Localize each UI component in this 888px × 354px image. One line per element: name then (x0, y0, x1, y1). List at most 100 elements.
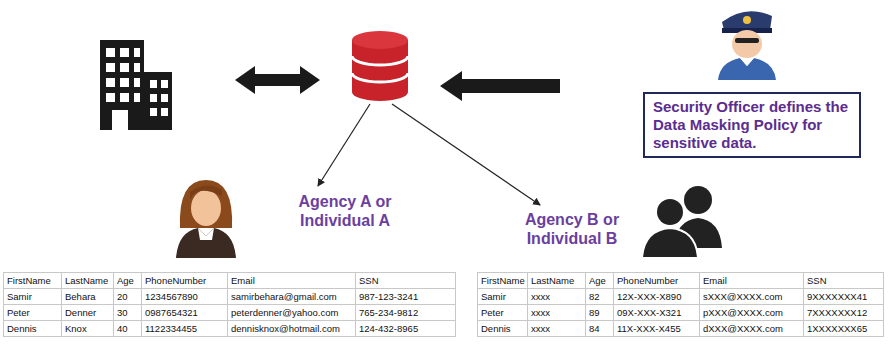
table-cell: xxxx (528, 289, 586, 305)
column-name: Email (231, 275, 255, 286)
cell-value: 84 (589, 323, 600, 334)
access-line (392, 104, 540, 205)
column-name: Email (703, 275, 727, 286)
table-cell: 765-234-9812 (356, 305, 456, 321)
table-cell: Peter (4, 305, 62, 321)
table-header: LastName (528, 273, 586, 289)
column-name: FirstName (7, 275, 51, 286)
cell-value: 20 (117, 291, 128, 302)
cell-value: sXXX@XXXX.com (703, 291, 782, 302)
table-cell: Dennis (4, 321, 62, 337)
table-header: Age (114, 273, 142, 289)
cell-value: xxxx (531, 323, 550, 334)
table-cell: Denner (62, 305, 114, 321)
table-cell: 20 (114, 289, 142, 305)
table-cell: dXXX@XXXX.com (700, 321, 804, 337)
cell-value: peterdenner@yahoo.com (231, 307, 338, 318)
table-cell: 09X-XXX-X321 (614, 305, 700, 321)
table-cell: Peter (478, 305, 528, 321)
cell-value: 82 (589, 291, 600, 302)
cell-value: 124-432-8965 (359, 323, 418, 334)
table-header: Age (586, 273, 614, 289)
cell-value: dennisknox@hotmail.com (231, 323, 340, 334)
table-header: FirstName (4, 273, 62, 289)
table-cell: 30 (114, 305, 142, 321)
cell-value: 9XXXXXXX41 (807, 291, 867, 302)
cell-value: 987-123-3241 (359, 291, 418, 302)
clear-data-table: FirstName LastName Age PhoneNumberEmail SSN S… (3, 272, 456, 337)
column-name: FirstName (481, 275, 525, 286)
cell-value: 7XXXXXXX12 (807, 307, 867, 318)
table-cell: sXXX@XXXX.com (700, 289, 804, 305)
table-header: PhoneNumber (142, 273, 228, 289)
cell-value: xxxx (531, 307, 550, 318)
column-name: Age (117, 275, 134, 286)
masked-data-table: FirstName LastName Age PhoneNumber Email SSN S… (477, 272, 884, 337)
table-cell: pXXX@XXXX.com (700, 305, 804, 321)
table-header: Email (228, 273, 356, 289)
cell-value: 30 (117, 307, 128, 318)
users-icon (642, 186, 722, 258)
table-cell: 89 (586, 305, 614, 321)
table-cell: Dennis (478, 321, 528, 337)
table-header: SSN (356, 273, 456, 289)
column-name: PhoneNumber (617, 275, 678, 286)
cell-value: samirbehara@gmail.com (231, 291, 337, 302)
cell-value: pXXX@XXXX.com (703, 307, 783, 318)
column-name: LastName (65, 275, 108, 286)
cell-value: Peter (7, 307, 30, 318)
table-cell: dennisknox@hotmail.com (228, 321, 356, 337)
cell-value: 09X-XXX-X321 (617, 307, 681, 318)
table-cell: 12X-XXX-X890 (614, 289, 700, 305)
building-icon (100, 40, 172, 130)
cell-value: 40 (117, 323, 128, 334)
policy-arrow (440, 71, 560, 101)
column-name: SSN (807, 275, 827, 286)
table-header: PhoneNumber (614, 273, 700, 289)
table-cell: Knox (62, 321, 114, 337)
cell-value: Dennis (481, 323, 511, 334)
database-icon (352, 31, 408, 101)
cell-value: Denner (65, 307, 96, 318)
cell-value: 1XXXXXXX65 (807, 323, 867, 334)
cell-value: Samir (481, 291, 506, 302)
column-name: Age (589, 275, 606, 286)
table-cell: 1XXXXXXX65 (804, 321, 884, 337)
cell-value: Dennis (7, 323, 37, 334)
table-cell: 84 (586, 321, 614, 337)
cell-value: 1234567890 (145, 291, 198, 302)
policy-box: Security Officer defines the Data Maskin… (643, 92, 861, 158)
cell-value: dXXX@XXXX.com (703, 323, 783, 334)
table-cell: peterdenner@yahoo.com (228, 305, 356, 321)
policy-text: Security Officer defines the Data Maskin… (653, 98, 851, 152)
column-name: LastName (531, 275, 574, 286)
cell-value: Peter (481, 307, 504, 318)
cell-value: 765-234-9812 (359, 307, 418, 318)
double-arrow (235, 66, 320, 94)
table-cell: xxxx (528, 321, 586, 337)
table-header: FirstName (478, 273, 528, 289)
table-cell: 40 (114, 321, 142, 337)
table-cell: Samir (4, 289, 62, 305)
cell-value: 0987654321 (145, 307, 198, 318)
agency-label: Agency A or Individual A (280, 192, 410, 230)
table-header: LastName (62, 273, 114, 289)
table-cell: xxxx (528, 305, 586, 321)
woman-icon (176, 180, 236, 258)
table-cell: Samir (478, 289, 528, 305)
cell-value: 89 (589, 307, 600, 318)
table-cell: 9XXXXXXX41 (804, 289, 884, 305)
cell-value: Knox (65, 323, 87, 334)
table-header: SSN (804, 273, 884, 289)
cell-value: xxxx (531, 291, 550, 302)
table-cell: 7XXXXXXX12 (804, 305, 884, 321)
cell-value: 12X-XXX-X890 (617, 291, 681, 302)
table-cell: 1234567890 (142, 289, 228, 305)
access-line (318, 104, 370, 186)
table-cell: 0987654321 (142, 305, 228, 321)
column-name: SSN (359, 275, 379, 286)
table-cell: 987-123-3241 (356, 289, 456, 305)
table-cell: 124-432-8965 (356, 321, 456, 337)
table-cell: 82 (586, 289, 614, 305)
table-cell: samirbehara@gmail.com (228, 289, 356, 305)
